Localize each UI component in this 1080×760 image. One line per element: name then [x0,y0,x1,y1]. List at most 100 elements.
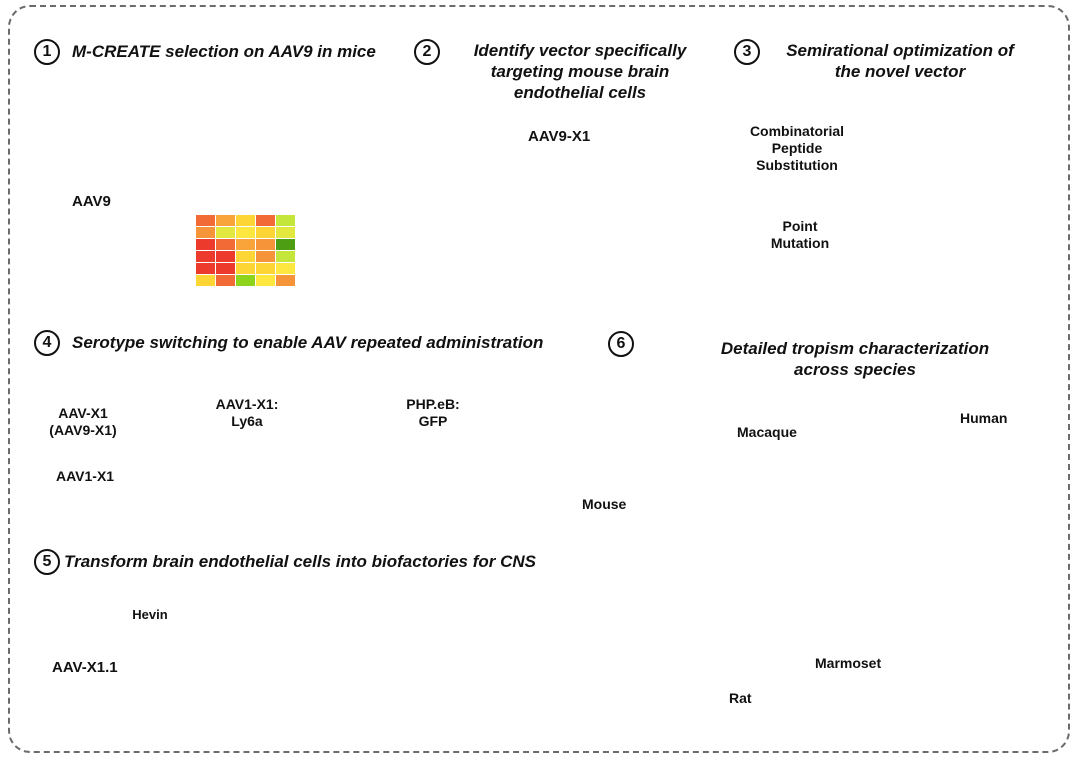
mouse-ear [521,456,539,480]
gfp-cassette [376,418,420,422]
heatmap-cell [256,215,275,226]
human-brain [977,437,1023,473]
step-number-4: 4 [34,330,60,356]
aav9-x1-label: AAV9-X1 [528,128,591,145]
secretion-arrow [193,649,206,697]
rat-eye [727,627,733,633]
step-5-title: Transform brain endothelial cells into b… [64,552,536,571]
heatmap-cell [276,227,295,238]
astrocyte-processes [371,604,428,698]
step-6-title-line-1: Detailed tropism characterization [720,339,990,358]
library-capsid [221,95,251,125]
heatmap-cell [236,251,255,262]
macaque-legs [687,524,785,581]
species-label-marmoset: Marmoset [815,655,882,671]
bubble-lines [130,621,170,653]
species-label-human: Human [960,410,1008,426]
mouse-ear [277,456,295,480]
library-capsid [247,123,277,153]
label-line: AAV1-X1: [215,396,279,412]
mouse-eye [607,549,613,555]
heatmap-cell [196,251,215,262]
dna-strand [95,92,197,100]
species-label-mouse: Mouse [582,496,627,512]
hevin-protein [210,619,226,635]
step-number-1: 1 [34,39,60,65]
highlighted-residues [870,201,880,211]
hevin-protein [214,644,230,660]
dna-strand [71,104,165,112]
heatmap-cell [216,227,235,238]
loop [859,199,981,263]
dna-strand [71,104,165,112]
heatmap-cell [196,263,215,274]
heatmap-cell [236,275,255,286]
aav9-label: AAV9 [72,193,111,210]
library-capsid [215,190,231,206]
step-1-title: M-CREATE selection on AAV9 in mice [72,42,376,61]
step-number-2: 2 [414,39,440,65]
heatmap-cell [256,227,275,238]
species-label-macaque: Macaque [737,424,797,440]
neuron-processes [483,642,519,698]
library-capsid [217,129,241,153]
blood-vessel [318,698,528,738]
transduction-arrow [139,683,149,709]
arrowhead [392,488,400,495]
gfp-brain [497,461,527,475]
step-4-title: Serotype switching to enable AAV repeate… [72,333,544,352]
macaque-face [680,465,700,485]
mouse-tail [678,547,761,571]
heatmap-cell [236,263,255,274]
aav1-x1-label: AAV1-X1 [56,468,115,484]
dose1-label: AAV1-X1: Ly6a [212,396,282,430]
neuron-processes [419,642,455,698]
highlighted-residues [892,203,902,213]
beta-strand [943,234,969,244]
step-number-6: 6 [608,331,634,357]
capsid-texture [221,133,230,142]
heatmap-cell [276,251,295,262]
heatmap-cell [256,239,275,250]
tilde-icon [179,452,205,462]
nucleus [138,703,162,715]
beta-strand [902,250,928,259]
heatmap-cell [196,239,215,250]
beta-hairpin [984,199,997,250]
step-number-5: 5 [34,549,60,575]
rat-eye [750,627,756,633]
heatmap-cell [216,239,235,250]
capsid-texture [240,154,249,163]
library-capsid [234,177,254,197]
marmoset-ear-tuft [925,511,945,545]
heatmap-cell [276,263,295,274]
marmoset-face [894,535,916,557]
arrow-to-neurons [239,648,331,661]
highlighted-residues [993,120,1001,128]
library-capsid [215,160,237,182]
step-3-title-line-2: the novel vector [834,62,966,81]
heatmap-cell [196,275,215,286]
beta-strand [943,144,969,154]
label-line: AAV-X1 [58,405,108,421]
loop [859,109,981,173]
combinatorial-peptide-label: Combinatorial Peptide Substitution [740,123,854,174]
arrowhead [300,488,308,495]
step-number-3: 3 [734,39,760,65]
heatmap-cell [216,263,235,274]
neuron-processes [327,642,363,698]
aav-x1-label: AAV-X1 (AAV9-X1) [42,405,124,439]
hevin-bubble [129,594,171,636]
label-line: Combinatorial [749,123,845,139]
beta-strand [912,244,938,254]
beta-strand [954,242,980,251]
heatmap-cell [276,239,295,250]
label-line: Peptide [771,140,823,156]
rat-tail [616,638,681,701]
step-2-title-line-3: endothelial cells [513,83,647,102]
beta-strand [875,133,901,141]
beta-strand [902,160,928,169]
heatmap-cell [236,239,255,250]
step-2-title-line-2: targeting mouse brain [490,62,670,81]
dose-arrows [303,464,397,490]
